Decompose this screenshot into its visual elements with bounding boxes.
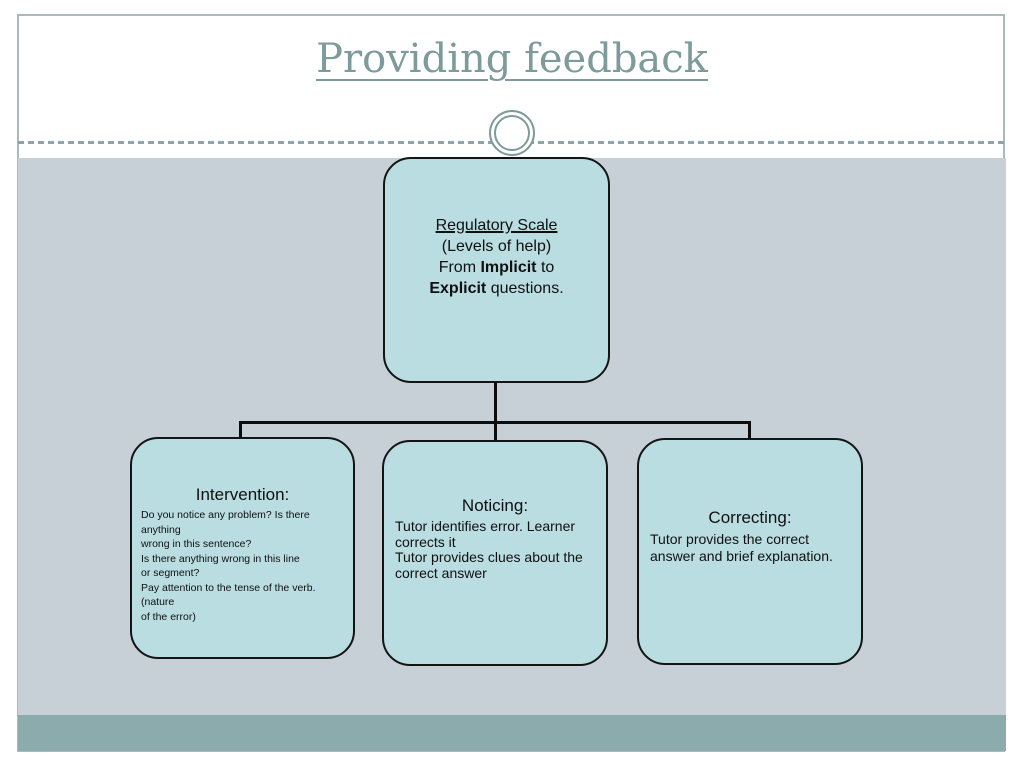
connector-stub-right: [748, 421, 751, 439]
node-body-line: of the error): [141, 610, 196, 623]
node-body-line: answer and brief explanation.: [650, 547, 833, 564]
node-body-line: Tutor identifies error. Learner: [395, 518, 576, 534]
node-body-line: Tutor provides clues about the: [395, 549, 583, 565]
connector-horizontal-bar: [239, 421, 751, 424]
node-body-line: corrects it: [395, 533, 456, 550]
node-root-line-3: From Implicit to: [438, 259, 555, 276]
node-body-line: or segment?: [141, 567, 200, 579]
connector-vertical-center: [494, 381, 497, 442]
node-noticing-title: Noticing:: [461, 496, 529, 515]
node-regulatory-scale: Regulatory Scale (Levels of help) From I…: [383, 157, 610, 383]
node-root-line-2: (Levels of help): [441, 238, 552, 255]
node-intervention-body: Do you notice any problem? Is there anyt…: [132, 508, 353, 624]
node-root-line-1: Regulatory Scale: [435, 217, 558, 234]
node-body-line: Do you notice any problem? Is there anyt…: [141, 509, 310, 536]
decorative-circle-icon: [489, 110, 535, 156]
node-correcting: Correcting: Tutor provides the correct a…: [637, 438, 863, 665]
node-body-line: Pay attention to the tense of the verb. …: [141, 581, 316, 609]
node-body-line: Is there anything wrong in this line: [141, 552, 300, 565]
node-intervention: Intervention: Do you notice any problem?…: [130, 437, 355, 659]
node-intervention-title: Intervention:: [195, 485, 290, 504]
footer-band: [18, 715, 1006, 751]
node-noticing-body: Tutor identifies error. Learner corrects…: [384, 518, 606, 581]
node-root-line-4: Explicit questions.: [429, 280, 564, 297]
node-noticing: Noticing: Tutor identifies error. Learne…: [382, 440, 608, 666]
decorative-circle-inner-ring: [494, 115, 530, 151]
node-body-line: correct answer: [395, 564, 487, 581]
node-correcting-title: Correcting:: [708, 508, 792, 527]
node-correcting-body: Tutor provides the correct answer and br…: [639, 531, 861, 564]
node-regulatory-scale-text: Regulatory Scale (Levels of help) From I…: [385, 159, 608, 299]
connector-stub-left: [239, 421, 242, 439]
node-body-line: wrong in this sentence?: [141, 538, 252, 550]
slide-title: Providing feedback: [316, 36, 708, 82]
node-body-line: Tutor provides the correct: [650, 531, 809, 547]
